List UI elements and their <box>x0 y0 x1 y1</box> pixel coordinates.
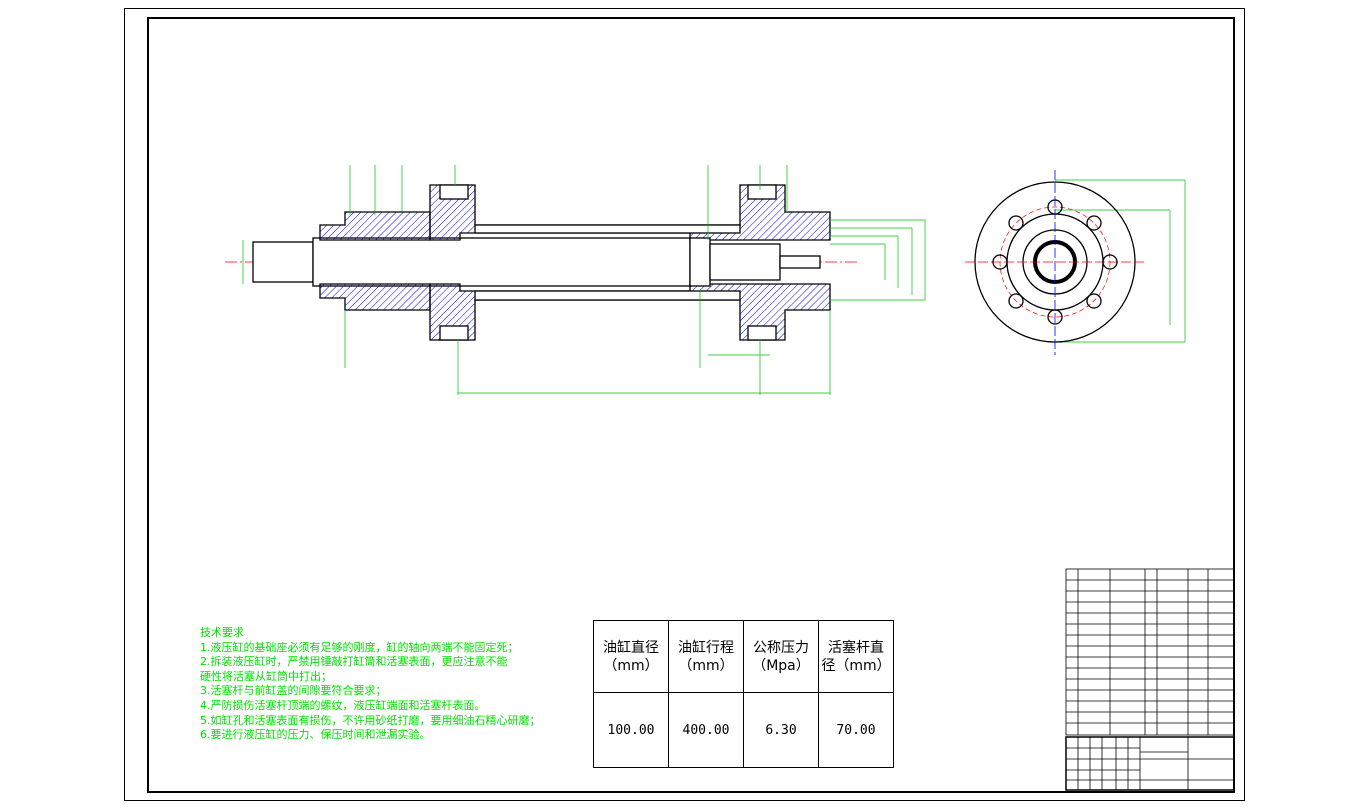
dimensions <box>242 165 1186 395</box>
spec-table: 油缸直径（mm） 油缸行程（mm） 公称压力（Mpa） 活塞杆直径（mm） 10… <box>593 620 894 768</box>
piston <box>689 237 711 287</box>
spec-header: 油缸行程（mm） <box>668 620 744 693</box>
sheet-outer-border <box>124 8 1245 801</box>
tech-req-line: 1.液压缸的基础座必须有足够的刚度，缸的轴向两端不能固定死； <box>200 640 519 654</box>
tech-req-line: 3.活塞杆与前缸盖的间隙要符合要求； <box>200 684 387 698</box>
front-cap-bottom <box>319 283 431 311</box>
spec-value: 400.00 <box>668 692 744 768</box>
tech-req-line: 硬性将活塞从缸筒中打出； <box>200 669 332 683</box>
tech-req-line: 5.如缸孔和活塞表面有损伤，不许用砂纸打磨，要用细油石精心研磨； <box>200 713 541 727</box>
tech-req-line: 2.拆装液压缸时，严禁用锤敲打缸筒和活塞表面，更应注意不能 <box>200 655 508 669</box>
tech-req-title: 技术要求 <box>200 626 244 639</box>
spec-value: 100.00 <box>593 692 669 768</box>
spec-value: 6.30 <box>743 692 819 768</box>
piston-rod <box>312 237 691 287</box>
front-cap-top <box>319 211 431 241</box>
end-view <box>965 170 1145 355</box>
piston-body <box>709 243 781 281</box>
parts-list-and-title-block <box>1065 568 1235 791</box>
spec-header: 油缸直径（mm） <box>593 620 669 693</box>
bolt <box>747 325 777 341</box>
bolt <box>747 184 777 200</box>
spec-value: 70.00 <box>818 692 894 768</box>
spec-header: 公称压力（Mpa） <box>743 620 819 693</box>
bolt <box>439 325 469 341</box>
bolt-holes <box>992 199 1118 325</box>
drawing-frame <box>147 17 1235 793</box>
tech-req-line: 4.严防损伤活塞杆顶端的螺纹，液压缸端面和活塞杆表面。 <box>200 698 486 712</box>
bolt <box>439 184 469 200</box>
spec-header: 活塞杆直径（mm） <box>818 620 894 693</box>
tech-req-line: 6.要进行液压缸的压力、保压时间和泄漏实验。 <box>200 728 431 742</box>
cylinder-section-view <box>225 184 860 341</box>
rod-end <box>252 241 314 283</box>
